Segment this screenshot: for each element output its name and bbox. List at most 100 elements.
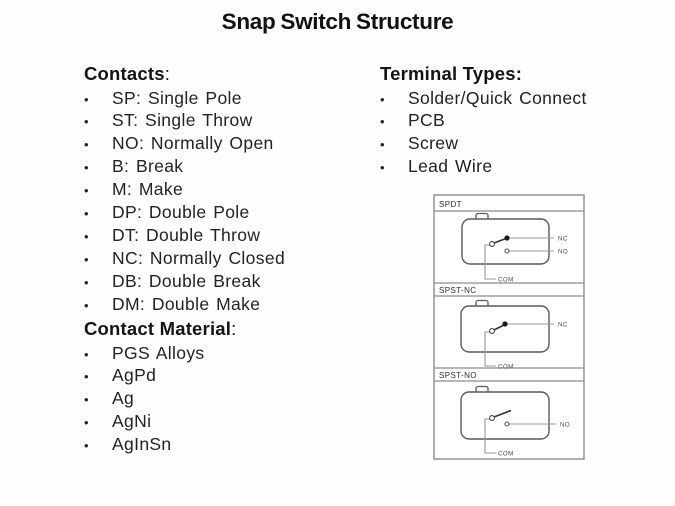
nc-contact-dot [502,321,508,327]
list-item: • DB: Double Break [84,271,374,294]
list-item-text: Solder/Quick Connect [408,87,587,108]
com-terminal-label: COM [498,277,514,284]
list-item: • M: Make [84,179,374,202]
terminal-types-section: Terminal Types: • Solder/Quick Connect • P… [380,63,660,179]
bullet-icon: • [84,114,89,130]
bullet-icon: • [84,251,89,267]
bullet-icon: • [84,228,89,244]
list-item: • AgNi [84,411,374,434]
bullet-icon: • [84,415,89,431]
list-item: • Screw [380,133,660,156]
switch-schematic-svg: SPDT SPST-NC SPST-NO NC NO COM [433,194,585,460]
lever-open [493,409,512,418]
switch-body [460,391,550,440]
bullet-icon: • [380,160,385,176]
list-item-text: DP: Double Pole [112,202,250,223]
terminal-types-list: • Solder/Quick Connect • PCB • Screw •Lead … [380,88,660,180]
contacts-heading-colon: : [164,63,171,84]
panel-label-spdt: SPDT [439,200,462,209]
page-title: Snap Switch Structure [221,9,454,34]
no-contact [504,421,510,427]
list-item-text: DT: Double Throw [112,224,261,245]
com-wire [484,418,496,454]
list-item-text: ST: Single Throw [112,110,253,131]
list-item: • DM: Double Make [84,294,374,317]
contacts-heading-text: Contacts [84,63,165,84]
list-item-text: B: Break [112,156,184,177]
no-terminal-label: NO [558,249,568,256]
bullet-icon: • [84,91,89,107]
bullet-icon: • [84,160,89,176]
com-wire [484,331,496,367]
list-item-text: NC: Normally Closed [112,247,286,268]
no-terminal-label: NO [560,422,570,429]
bullet-icon: • [84,369,89,385]
panel-label-spst-no: SPST-NO [439,371,477,380]
list-item-text: Ag [112,388,135,409]
contacts-list: • SP: Single Pole • ST: Single Throw •NO: … [84,88,374,317]
list-item: • PGS Alloys [84,343,374,366]
com-terminal [489,415,495,421]
list-item-text: PCB [408,110,446,131]
list-item: • PCB [380,110,660,133]
nc-contact-dot [504,235,510,241]
com-terminal [489,328,495,334]
list-item: • SP: Single Pole [84,88,374,111]
contact-material-heading: Contact Material: [84,318,374,340]
lever [493,324,505,331]
list-item-text: DB: Double Break [112,270,261,291]
switch-body [461,218,550,265]
contact-material-section: Contact Material: • PGS Alloys • AgPd • Ag … [84,318,374,457]
contact-material-heading-text: Contact Material [84,318,232,339]
lever [493,237,507,244]
contact-material-heading-colon: : [231,318,237,339]
bullet-icon: • [84,438,89,454]
nc-terminal-label: NC [558,322,568,329]
contacts-section: Contacts: • SP: Single Pole • ST: Single T… [84,63,374,317]
spdt-panel: NC NO COM [461,212,568,284]
bullet-icon: • [84,274,89,290]
list-item: • AgInSn [84,434,374,457]
list-item: • DP: Double Pole [84,202,374,225]
list-item-text: AgInSn [112,434,172,455]
list-item-text: AgPd [112,365,157,386]
list-item-text: SP: Single Pole [112,87,242,108]
com-terminal [489,241,495,247]
list-item: • Solder/Quick Connect [380,88,660,111]
list-item: • Ag [84,388,374,411]
list-item-text: DM: Double Make [112,293,261,314]
list-item: • NC: Normally Closed [84,248,374,271]
list-item: • DT: Double Throw [84,225,374,248]
list-item-text: M: Make [112,179,184,200]
list-item: •NO: Normally Open [84,133,374,156]
bullet-icon: • [380,114,385,130]
bullet-icon: • [84,137,89,153]
list-item-text: Screw [408,133,459,154]
com-wire [484,244,496,280]
list-item: • AgPd [84,365,374,388]
bullet-icon: • [84,297,89,313]
list-item: • B: Break [84,156,374,179]
list-item: • ST: Single Throw [84,110,374,133]
nc-terminal-label: NC [558,236,568,243]
com-terminal-label: COM [498,451,514,458]
bullet-icon: • [84,392,89,408]
list-item: •Lead Wire [380,156,660,179]
panel-label-spst-nc: SPST-NC [439,286,476,295]
list-item-text: PGS Alloys [112,342,205,363]
bullet-icon: • [84,183,89,199]
switch-body [460,305,550,353]
bullet-icon: • [380,91,385,107]
com-terminal-label: COM [498,364,514,371]
contacts-heading: Contacts: [84,63,374,85]
bullet-icon: • [380,137,385,153]
list-item-text: AgNi [112,411,152,432]
contact-material-list: • PGS Alloys • AgPd • Ag • AgNi • AgInSn [84,343,374,458]
terminal-types-heading: Terminal Types: [380,63,523,84]
bullet-icon: • [84,206,89,222]
bullet-icon: • [84,346,89,362]
no-contact [504,248,510,254]
switch-structure-figure: SPDT SPST-NC SPST-NO NC NO COM [432,192,588,464]
spst-no-panel: NO COM [460,385,570,458]
